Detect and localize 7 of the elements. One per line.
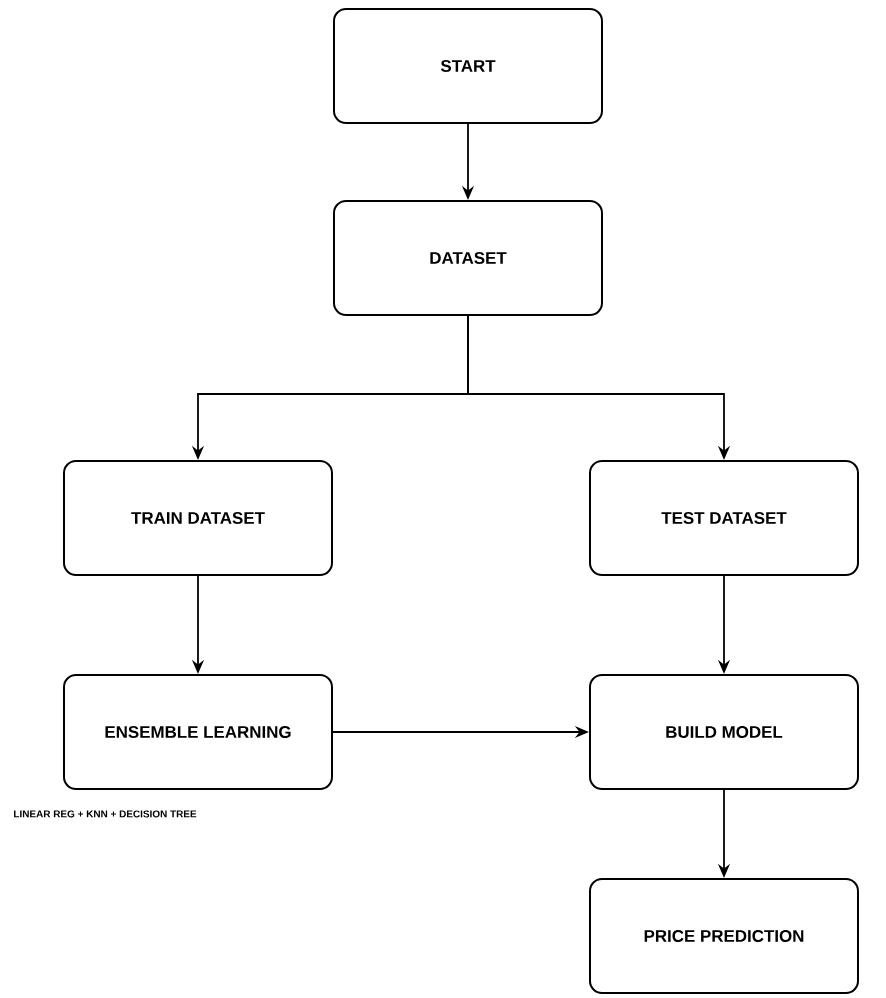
process-box: ENSEMBLE LEARNING [63,674,333,790]
process-box: START [333,8,603,124]
process-box: DATASET [333,200,603,316]
process-box: PRICE PREDICTION [589,878,859,994]
process-box: TEST DATASET [589,460,859,576]
process-box: BUILD MODEL [589,674,859,790]
process-box: TRAIN DATASET [63,460,333,576]
